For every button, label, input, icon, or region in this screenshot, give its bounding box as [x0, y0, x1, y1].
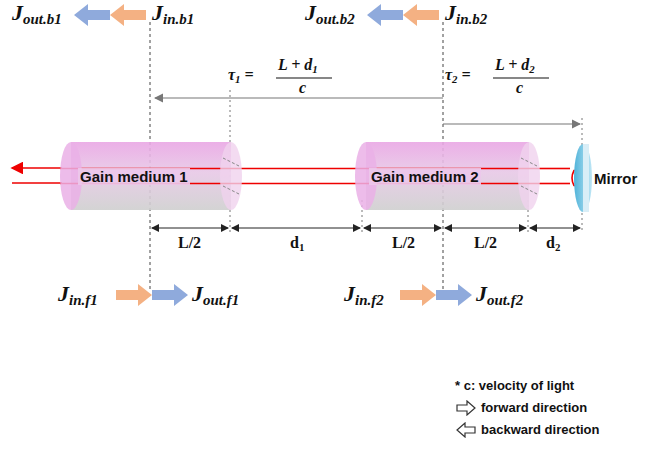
flux-label: Jout.f2	[476, 281, 523, 307]
legend-text: forward direction	[481, 400, 587, 415]
fraction-numerator: L + d2	[495, 56, 535, 74]
dimension-label: L/2	[392, 234, 415, 252]
flux-label: Jin.f2	[344, 281, 384, 307]
dimension-label: L/2	[178, 234, 201, 252]
dimension-label: d1	[290, 234, 304, 252]
fraction-denominator: c	[516, 79, 523, 97]
flux-label: Jout.f1	[192, 281, 239, 307]
flux-label: Jout.b1	[12, 0, 62, 26]
beam-connector	[242, 169, 355, 184]
note-text: * c: velocity of light	[455, 378, 574, 393]
gain-medium: Gain medium 2	[355, 140, 540, 212]
node-label: Gain medium 1	[78, 168, 190, 185]
flux-label: Jin.b1	[152, 0, 194, 26]
flux-label: Jout.b2	[305, 0, 355, 26]
legend-text: backward direction	[481, 422, 599, 437]
gain-medium: Gain medium 1	[60, 140, 242, 212]
mirror: Mirror	[570, 142, 644, 214]
node-label: Gain medium 2	[369, 168, 481, 185]
fraction-denominator: c	[299, 79, 306, 97]
legend-sample	[455, 400, 477, 416]
fraction-numerator: L + d1	[278, 56, 318, 74]
legend-sample	[455, 422, 477, 438]
flux-label: Jin.f1	[58, 281, 98, 307]
node-label: Mirror	[594, 170, 637, 187]
flux-label: Jin.b2	[445, 0, 487, 26]
dimension-label: L/2	[474, 234, 497, 252]
beam-connector	[540, 169, 570, 184]
delay-symbol: τ2 =	[445, 66, 471, 84]
dimension-label: d2	[546, 234, 560, 252]
delay-symbol: τ1 =	[228, 66, 254, 84]
